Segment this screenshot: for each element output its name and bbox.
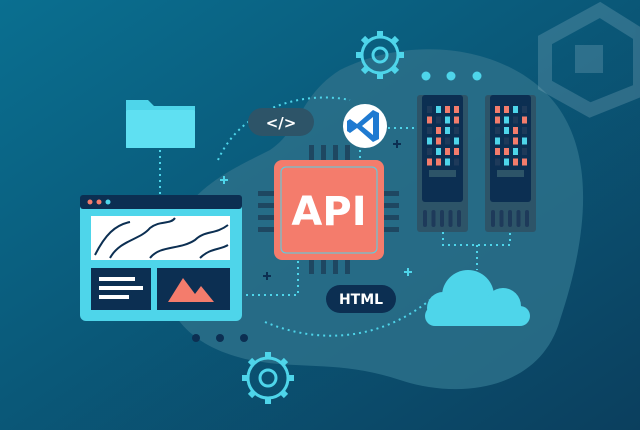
server-led (513, 116, 518, 124)
server-led (504, 137, 509, 145)
gear-icon (242, 352, 294, 404)
server-led (504, 148, 509, 155)
server-led (495, 106, 500, 113)
server-led (495, 127, 500, 134)
sparkle-plus-icons (220, 140, 412, 280)
server-vent (516, 210, 521, 227)
server-icon (417, 95, 468, 232)
server-led (436, 148, 441, 155)
server-led (454, 116, 459, 124)
server-led (522, 148, 527, 155)
server-led (495, 148, 500, 155)
server-rack (417, 95, 536, 232)
server-led (454, 106, 459, 113)
server-led (513, 127, 518, 134)
server-icon (485, 95, 536, 232)
server-vent (457, 210, 461, 227)
code-tag-badge: </> (248, 108, 314, 136)
ellipsis-dots (421, 71, 482, 81)
server-led (522, 137, 527, 145)
server-led (445, 137, 450, 145)
server-led (454, 137, 459, 145)
server-led (427, 106, 432, 113)
server-vent (448, 210, 453, 227)
server-led (436, 106, 441, 113)
server-led (445, 127, 450, 134)
server-led (504, 106, 509, 113)
server-drive-slot (497, 170, 524, 177)
gear-icon (356, 31, 404, 79)
server-led (504, 158, 509, 166)
server-vent (508, 210, 512, 227)
server-led (427, 137, 432, 145)
server-vent (431, 210, 436, 227)
server-led (495, 137, 500, 145)
server-led (454, 148, 459, 155)
server-led (513, 158, 518, 166)
server-led (445, 158, 450, 166)
server-vent (440, 210, 444, 227)
server-led (513, 137, 518, 145)
connector-lines (159, 96, 511, 337)
server-led (522, 158, 527, 166)
server-drive-slot (429, 170, 456, 177)
server-led (436, 137, 441, 145)
server-led (436, 116, 441, 124)
server-led (504, 116, 509, 124)
server-vent (525, 210, 529, 227)
brand-logo-icon (538, 1, 640, 118)
html-badge: HTML (326, 285, 396, 313)
browser-window-icon (80, 195, 242, 321)
server-led (427, 116, 432, 124)
api-chip: API (258, 145, 399, 274)
code-tag-label: </> (266, 114, 297, 132)
server-led (436, 158, 441, 166)
server-led (504, 127, 509, 134)
server-led (495, 158, 500, 166)
server-led (522, 106, 527, 113)
server-led (436, 127, 441, 134)
server-led (513, 148, 518, 155)
server-vent (499, 210, 504, 227)
server-vent (491, 210, 495, 227)
chip-label: API (291, 189, 366, 235)
html-label: HTML (339, 292, 383, 308)
server-led (445, 106, 450, 113)
server-led (427, 127, 432, 134)
server-led (513, 106, 518, 113)
cloud-icon (425, 270, 530, 326)
server-led (495, 116, 500, 124)
server-led (454, 127, 459, 134)
server-led (522, 127, 527, 134)
folder-icon (126, 100, 195, 148)
server-led (445, 148, 450, 155)
server-vent (423, 210, 427, 227)
server-led (522, 116, 527, 124)
server-led (427, 148, 432, 155)
vscode-icon (343, 104, 387, 148)
server-led (454, 158, 459, 166)
ellipsis-dots (192, 334, 248, 342)
server-led (445, 116, 450, 124)
server-led (427, 158, 432, 166)
